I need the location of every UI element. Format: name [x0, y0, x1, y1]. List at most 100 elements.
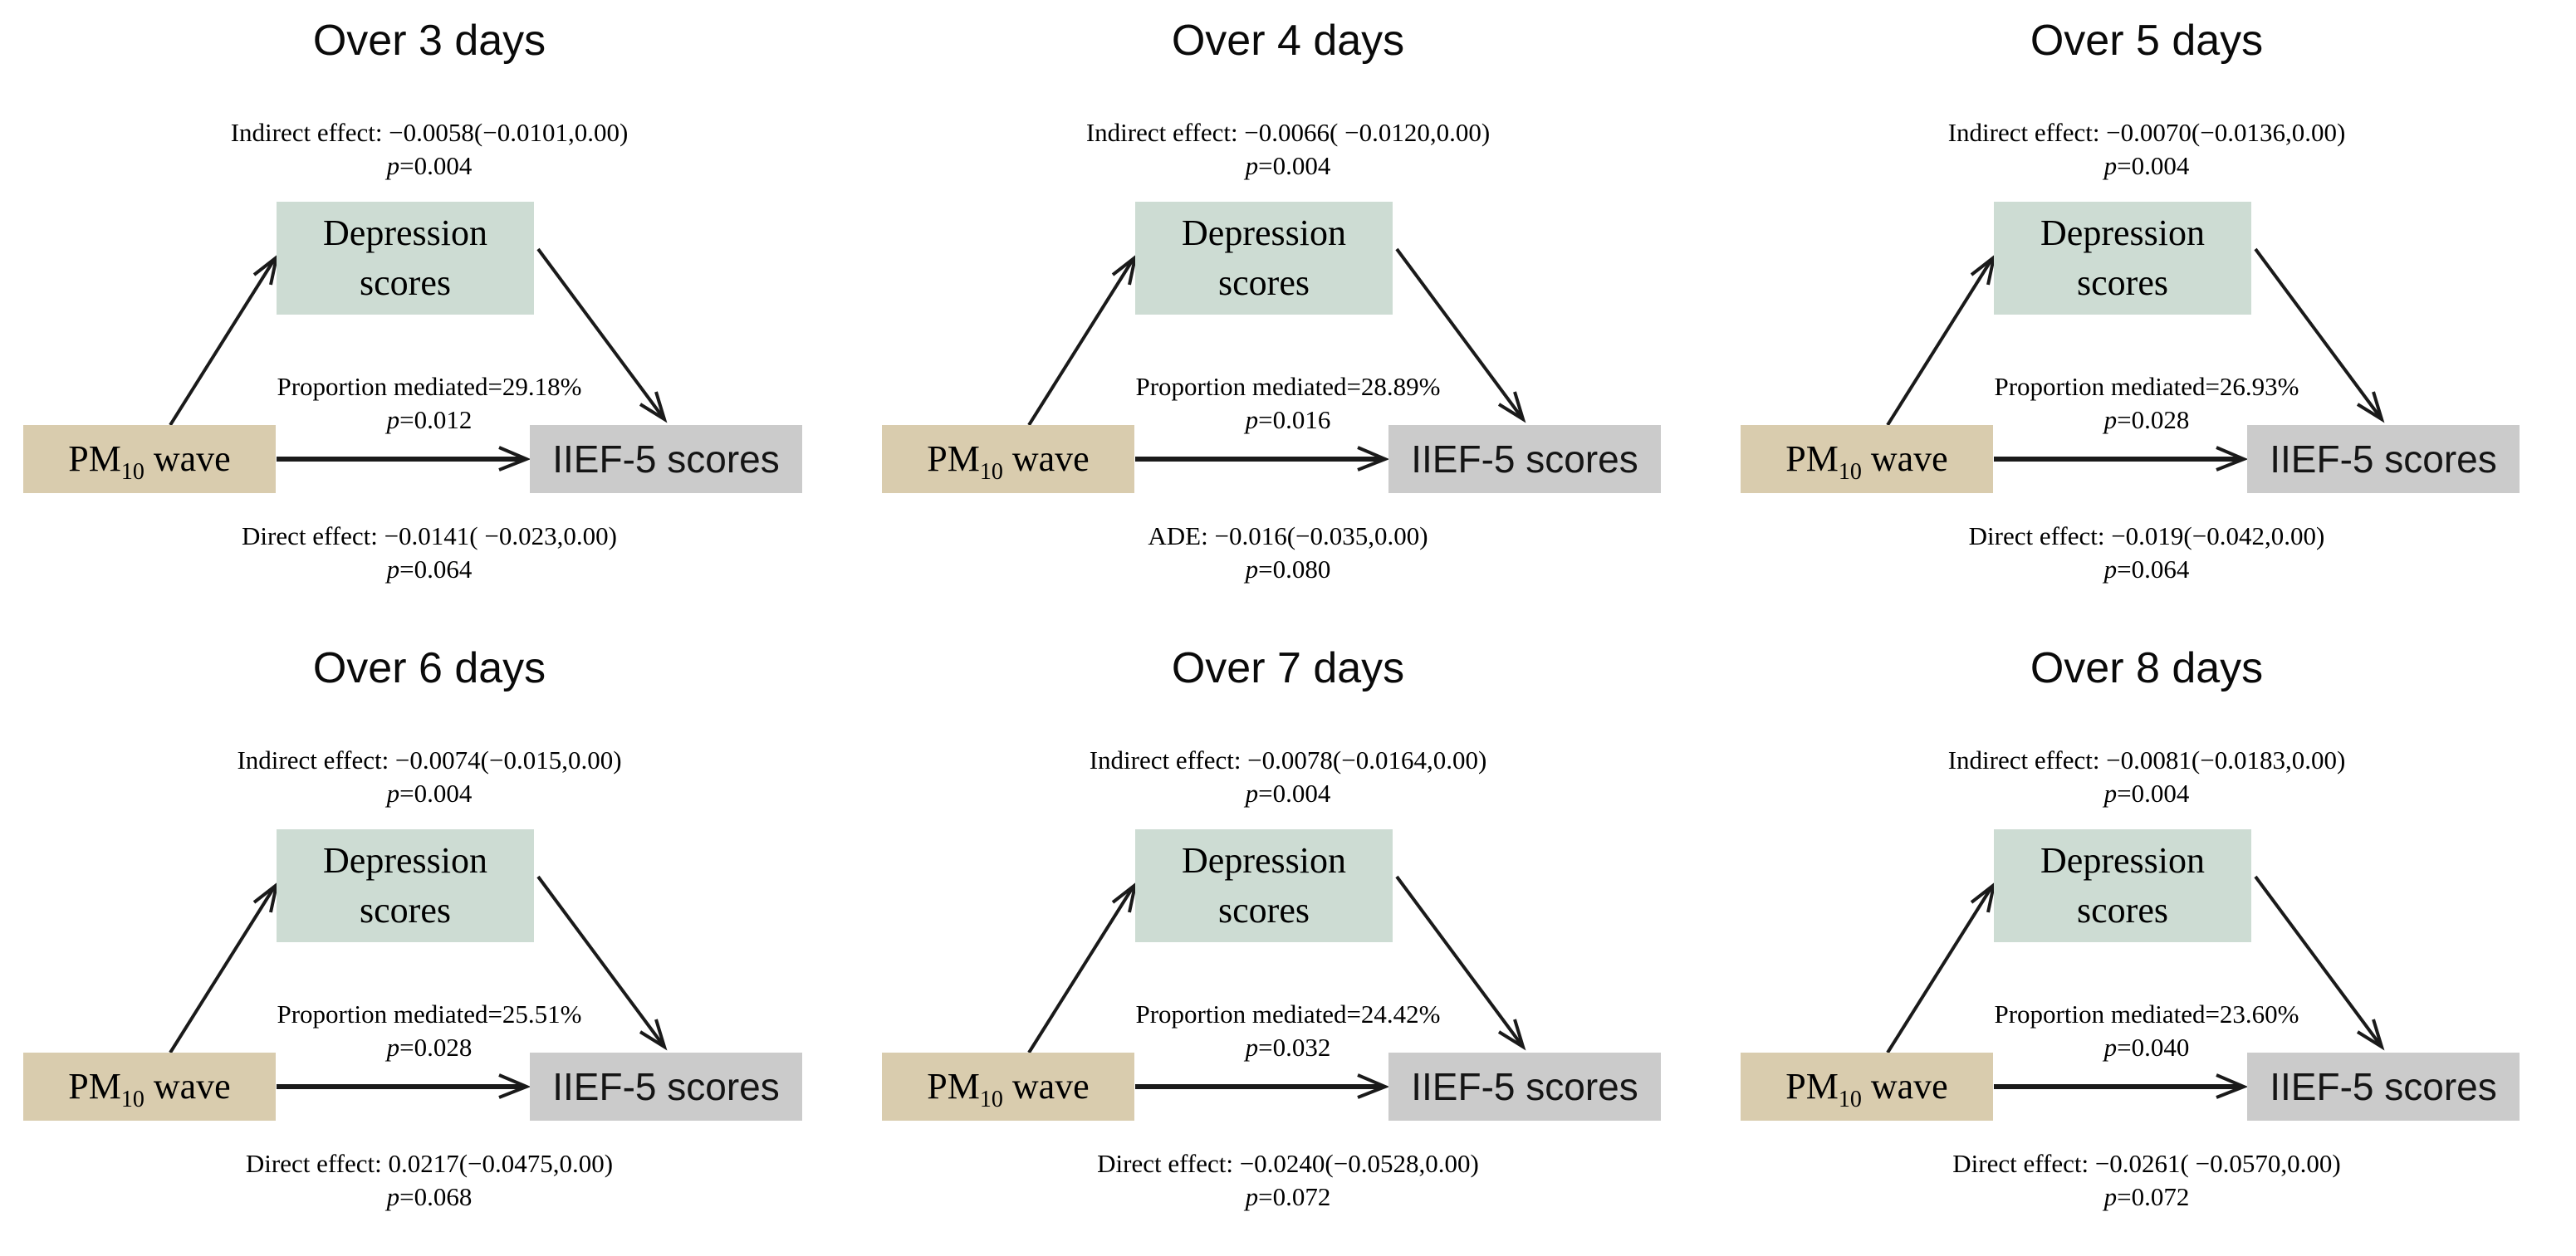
- p-symbol: p: [386, 151, 400, 180]
- direct-p-value: p=0.072: [2103, 1182, 2190, 1211]
- indirect-p-value: p=0.004: [386, 151, 473, 180]
- indirect-effect-value: Indirect effect: −0.0074(−0.015,0.00): [237, 745, 622, 775]
- exposure-box: PM10 wave: [23, 1053, 276, 1121]
- direct-effect-text: Direct effect: 0.0217(−0.0475,0.00) p=0.…: [0, 1147, 859, 1214]
- mediator-box: Depression scores: [277, 829, 534, 942]
- p-symbol: p: [2103, 555, 2118, 584]
- p-symbol: p: [1245, 405, 1259, 434]
- indirect-p-value: p=0.004: [2103, 779, 2190, 808]
- mediator-label-line1: Depression: [2040, 213, 2205, 253]
- mediator-label-line2: scores: [360, 890, 451, 931]
- direct-p-value: p=0.080: [1245, 555, 1331, 584]
- exposure-subscript: 10: [120, 1086, 144, 1112]
- proportion-value: Proportion mediated=23.60%: [1994, 999, 2299, 1029]
- proportion-mediated-text: Proportion mediated=26.93% p=0.028: [1717, 370, 2576, 437]
- exposure-box: PM10 wave: [1741, 1053, 1993, 1121]
- p-symbol: p: [2103, 1033, 2118, 1062]
- mediator-box: Depression scores: [1994, 829, 2251, 942]
- indirect-effect-value: Indirect effect: −0.0081(−0.0183,0.00): [1947, 745, 2346, 775]
- outcome-box: IIEF-5 scores: [2247, 1053, 2520, 1121]
- mediator-label-line2: scores: [360, 262, 451, 303]
- panel-title: Over 3 days: [312, 17, 546, 65]
- p-symbol: p: [2103, 405, 2118, 434]
- p-symbol: p: [2103, 1182, 2118, 1211]
- p-symbol: p: [386, 779, 400, 808]
- exposure-subscript: 10: [979, 458, 1003, 485]
- exposure-label: PM: [1785, 1066, 1839, 1107]
- outcome-box: IIEF-5 scores: [1388, 425, 1661, 493]
- outcome-box: IIEF-5 scores: [530, 1053, 802, 1121]
- p-symbol: p: [386, 405, 400, 434]
- p-symbol: p: [2103, 151, 2118, 180]
- proportion-value: Proportion mediated=28.89%: [1135, 372, 1441, 401]
- proportion-value: Proportion mediated=26.93%: [1994, 372, 2299, 401]
- p-symbol: p: [1245, 1033, 1259, 1062]
- mediator-label-line1: Depression: [1182, 213, 1346, 253]
- mediation-panel-7-days: Over 7 days Indirect effect: −0.0078(−0.…: [859, 628, 1717, 1255]
- p-symbol: p: [386, 1182, 400, 1211]
- exposure-label: PM: [927, 1066, 980, 1107]
- indirect-effect-text: Indirect effect: −0.0066( −0.0120,0.00) …: [859, 116, 1717, 183]
- p-symbol: p: [386, 1033, 400, 1062]
- mediator-label-line2: scores: [1218, 890, 1310, 931]
- indirect-effect-value: Indirect effect: −0.0066( −0.0120,0.00): [1085, 118, 1491, 147]
- direct-effect-value: ADE: −0.016(−0.035,0.00): [1148, 521, 1428, 550]
- direct-effect-value: Direct effect: −0.0240(−0.0528,0.00): [1097, 1149, 1479, 1178]
- exposure-label-rest: wave: [1002, 1066, 1090, 1107]
- exposure-subscript: 10: [1838, 1086, 1862, 1112]
- proportion-p-value: p=0.012: [386, 405, 473, 434]
- indirect-effect-text: Indirect effect: −0.0081(−0.0183,0.00) p…: [1717, 744, 2576, 810]
- outcome-box: IIEF-5 scores: [1388, 1053, 1661, 1121]
- proportion-mediated-text: Proportion mediated=28.89% p=0.016: [859, 370, 1717, 437]
- panel-title: Over 5 days: [2030, 17, 2264, 65]
- exposure-box: PM10 wave: [1741, 425, 1993, 493]
- direct-effect-text: Direct effect: −0.019(−0.042,0.00) p=0.0…: [1717, 520, 2576, 586]
- direct-effect-text: Direct effect: −0.0141( −0.023,0.00) p=0…: [0, 520, 859, 586]
- indirect-effect-text: Indirect effect: −0.0078(−0.0164,0.00) p…: [859, 744, 1717, 810]
- exposure-subscript: 10: [1838, 458, 1862, 485]
- indirect-effect-text: Indirect effect: −0.0070(−0.0136,0.00) p…: [1717, 116, 2576, 183]
- proportion-value: Proportion mediated=29.18%: [277, 372, 582, 401]
- exposure-label-rest: wave: [1861, 438, 1948, 479]
- proportion-p-value: p=0.040: [2103, 1033, 2190, 1062]
- proportion-p-value: p=0.028: [2103, 405, 2190, 434]
- mediator-label-line2: scores: [2077, 262, 2168, 303]
- exposure-box: PM10 wave: [23, 425, 276, 493]
- direct-p-value: p=0.072: [1245, 1182, 1331, 1211]
- mediator-label-line1: Depression: [2040, 840, 2205, 881]
- proportion-mediated-text: Proportion mediated=25.51% p=0.028: [0, 998, 859, 1064]
- direct-effect-text: ADE: −0.016(−0.035,0.00) p=0.080: [859, 520, 1717, 586]
- mediator-label-line2: scores: [2077, 890, 2168, 931]
- mediator-label-line1: Depression: [323, 213, 487, 253]
- mediation-panel-6-days: Over 6 days Indirect effect: −0.0074(−0.…: [0, 628, 859, 1255]
- indirect-effect-text: Indirect effect: −0.0074(−0.015,0.00) p=…: [0, 744, 859, 810]
- mediation-panel-8-days: Over 8 days Indirect effect: −0.0081(−0.…: [1717, 628, 2576, 1255]
- indirect-effect-value: Indirect effect: −0.0070(−0.0136,0.00): [1947, 118, 2346, 147]
- exposure-label-rest: wave: [144, 1066, 231, 1107]
- indirect-p-value: p=0.004: [1245, 151, 1331, 180]
- exposure-label-rest: wave: [1861, 1066, 1948, 1107]
- p-symbol: p: [1245, 555, 1259, 584]
- proportion-mediated-text: Proportion mediated=24.42% p=0.032: [859, 998, 1717, 1064]
- direct-p-value: p=0.068: [386, 1182, 473, 1211]
- exposure-box: PM10 wave: [882, 425, 1134, 493]
- exposure-label: PM: [68, 1066, 121, 1107]
- proportion-p-value: p=0.028: [386, 1033, 473, 1062]
- proportion-mediated-text: Proportion mediated=29.18% p=0.012: [0, 370, 859, 437]
- outcome-box: IIEF-5 scores: [2247, 425, 2520, 493]
- proportion-p-value: p=0.016: [1245, 405, 1331, 434]
- exposure-label: PM: [1785, 438, 1839, 479]
- indirect-effect-value: Indirect effect: −0.0078(−0.0164,0.00): [1089, 745, 1487, 775]
- p-symbol: p: [2103, 779, 2118, 808]
- p-symbol: p: [386, 555, 400, 584]
- panel-title: Over 7 days: [1171, 644, 1405, 692]
- mediator-box: Depression scores: [277, 202, 534, 315]
- exposure-label: PM: [927, 438, 980, 479]
- direct-effect-text: Direct effect: −0.0240(−0.0528,0.00) p=0…: [859, 1147, 1717, 1214]
- p-symbol: p: [1245, 779, 1259, 808]
- indirect-p-value: p=0.004: [1245, 779, 1331, 808]
- p-symbol: p: [1245, 151, 1259, 180]
- mediator-label-line2: scores: [1218, 262, 1310, 303]
- panel-title: Over 4 days: [1171, 17, 1405, 65]
- proportion-value: Proportion mediated=24.42%: [1135, 999, 1441, 1029]
